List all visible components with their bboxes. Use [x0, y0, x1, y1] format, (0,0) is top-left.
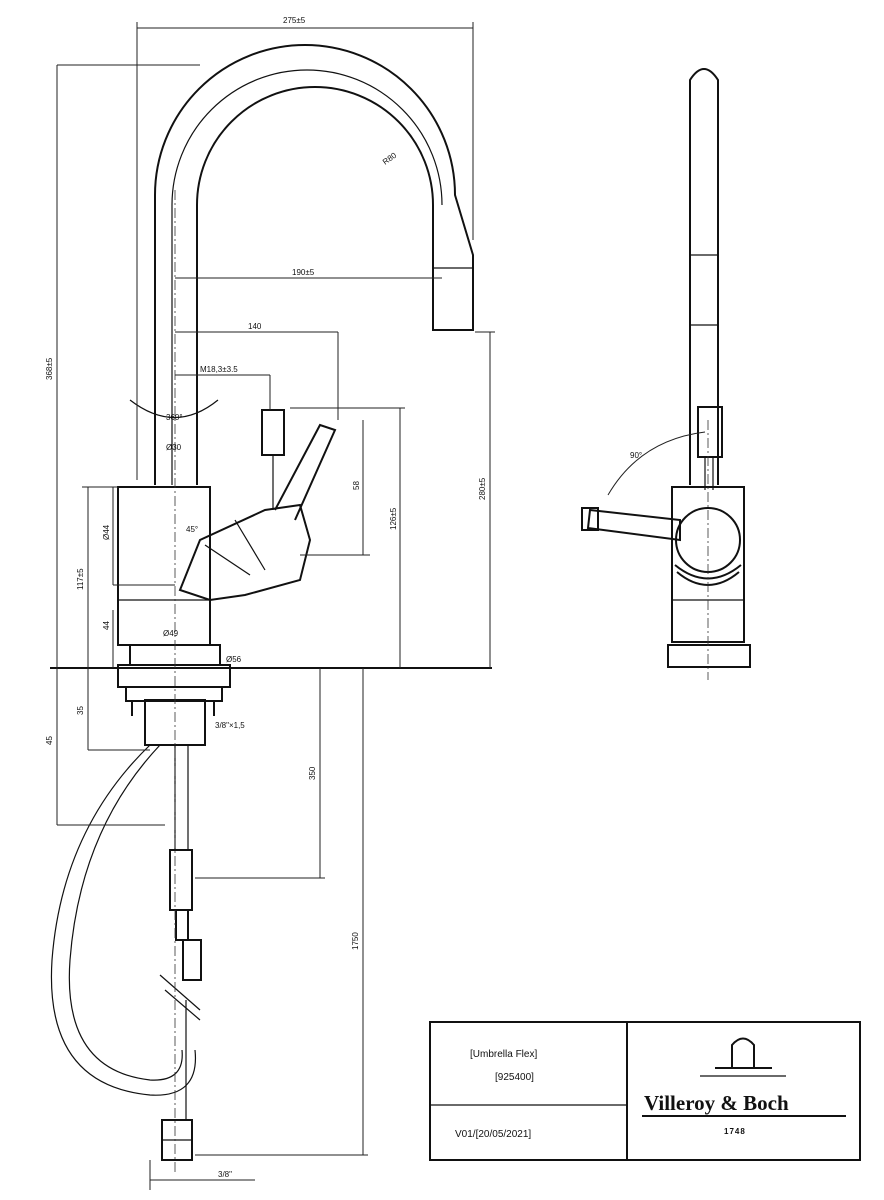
dim-lever-height: 126±5 — [389, 507, 398, 530]
product-name: [Umbrella Flex] — [470, 1049, 537, 1060]
dim-overall-height: 368±5 — [45, 357, 54, 380]
dim-aerator: M18,3±3.5 — [200, 365, 238, 374]
dim-lever-length: 58 — [352, 481, 361, 490]
dim-hose-connection: 3/8" — [218, 1170, 232, 1179]
dim-spout-diameter: Ø30 — [166, 443, 182, 452]
dim-swivel: 360° — [166, 413, 183, 422]
revision: V01/[20/05/2021] — [455, 1129, 531, 1140]
dim-deck-hole: 35 — [76, 706, 85, 715]
title-block: [Umbrella Flex] [925400] V01/[20/05/2021… — [429, 1021, 861, 1161]
dim-body-dia-2: Ø49 — [163, 629, 179, 638]
dim-base-diameter: Ø56 — [226, 655, 242, 664]
dim-body-height-1: 117±5 — [76, 568, 85, 590]
front-view-dimensions: 275±5 368±5 R80 190±5 140 M18,3±3.5 360°… — [45, 16, 487, 1179]
dim-hose-length: 1750 — [351, 932, 360, 950]
side-view: 90° — [581, 68, 751, 680]
dim-lever-angle: 90° — [630, 451, 642, 460]
dim-body-angle: 45° — [186, 525, 198, 534]
dim-base-thickness: 45 — [45, 736, 54, 745]
brand-year: 1748 — [724, 1127, 746, 1136]
dim-spout-arc: R80 — [381, 151, 399, 167]
front-view — [50, 22, 495, 1190]
dim-thread: 3/8"×1,5 — [215, 721, 245, 730]
dim-spout-reach: 190±5 — [292, 268, 315, 277]
brand-name: Villeroy & Boch — [644, 1091, 789, 1115]
dim-mounting-length: 350 — [308, 766, 317, 780]
dim-overall-width: 275±5 — [283, 16, 306, 25]
product-code: [925400] — [495, 1072, 534, 1083]
villeroy-boch-logo: Villeroy & Boch 1748 — [642, 1037, 846, 1136]
dim-body-dia-1: Ø44 — [102, 524, 111, 540]
dim-spout-outlet-height: 280±5 — [478, 477, 487, 500]
dim-handle-reach: 140 — [248, 322, 262, 331]
dim-body-height-3: 44 — [102, 621, 111, 630]
